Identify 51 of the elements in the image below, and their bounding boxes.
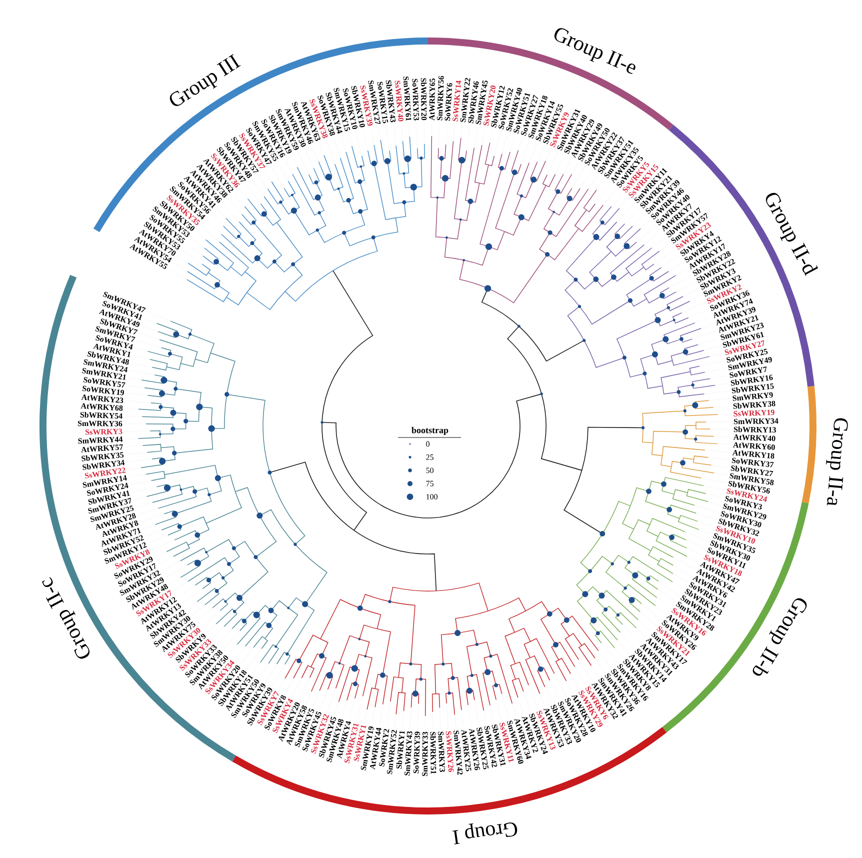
group-label: Group II-d — [766, 192, 818, 276]
legend-label: 100 — [426, 494, 438, 500]
leaf-label: SsWRKY3 — [86, 428, 122, 435]
leaf-label: AtWRKY40 — [733, 434, 776, 442]
leaf-label: SsWRKY14 — [452, 80, 462, 122]
legend-label: 0 — [426, 441, 430, 447]
leaf-label: SsWRKY40 — [394, 80, 404, 122]
leaf-label: AtWRKY23 — [81, 394, 124, 404]
leaf-label: SoWRKY2 — [379, 729, 390, 767]
leaf-label: SoWRKY37 — [732, 458, 774, 468]
legend-label: 50 — [426, 468, 434, 474]
leaf-label: SoWRKY19 — [82, 386, 124, 396]
leaf-label: AtWRKY57 — [81, 444, 123, 452]
leaf-label: SbWRKY35 — [82, 452, 124, 462]
leaf-label: SmWRKY61 — [403, 76, 412, 121]
leaf-label: SmWRKY42 — [454, 730, 463, 775]
leaf-label: SbWRKY20 — [420, 78, 427, 120]
group-label: Group II-a — [826, 418, 848, 506]
leaf-label: SbWRKY34 — [82, 460, 125, 470]
legend-label: 75 — [426, 480, 434, 486]
leaf-label: SmWRKY56 — [436, 76, 444, 120]
leaf-label: SbWRKY38 — [733, 400, 776, 409]
leaf-label: SsWRKY19 — [734, 410, 774, 416]
leaf-label: AtWRKY25 — [461, 730, 472, 772]
legend-label: 25 — [426, 454, 434, 460]
leaf-label: SsWRKY26 — [446, 731, 454, 772]
group-label: Group III — [170, 54, 241, 106]
leaf-label: SmWRKY3 — [438, 732, 445, 772]
leaf-label: SmWRKY33 — [422, 732, 428, 776]
legend-title: bootstrap — [412, 426, 448, 436]
leaf-label: SmWRKY9 — [732, 392, 773, 401]
leaf-label: SoWRKY6 — [444, 83, 452, 121]
leaf-label: SbWRKY13 — [734, 426, 776, 433]
group-label: Group I — [452, 822, 518, 844]
group-label: Group II-c — [42, 577, 90, 659]
leaf-label: SbWRKY1 — [396, 731, 405, 769]
leaf-label: SbWRKY54 — [80, 412, 122, 419]
leaf-label: SoWRKY53 — [412, 78, 420, 120]
leaf-label: SmWRKY34 — [734, 418, 778, 424]
leaf-label: SmWRKY44 — [78, 436, 123, 444]
leaf-label: SbWRKY51 — [430, 732, 436, 774]
leaf-label: AtWRKY68 — [80, 403, 123, 411]
leaf-label: AtWRKY65 — [429, 78, 436, 120]
leaf-label: AtWRKY60 — [732, 442, 775, 450]
leaf-label: SoWRKY39 — [413, 732, 420, 774]
leaf-label: SbWRKY43 — [386, 80, 396, 122]
group-label: Group II-e — [554, 28, 636, 74]
leaf-label: SmWRKY36 — [78, 420, 122, 426]
leaf-label: SmWRKY22 — [460, 78, 470, 122]
leaf-label: SmWRKY43 — [404, 731, 412, 776]
leaf-label: AtWRKY18 — [732, 450, 774, 459]
